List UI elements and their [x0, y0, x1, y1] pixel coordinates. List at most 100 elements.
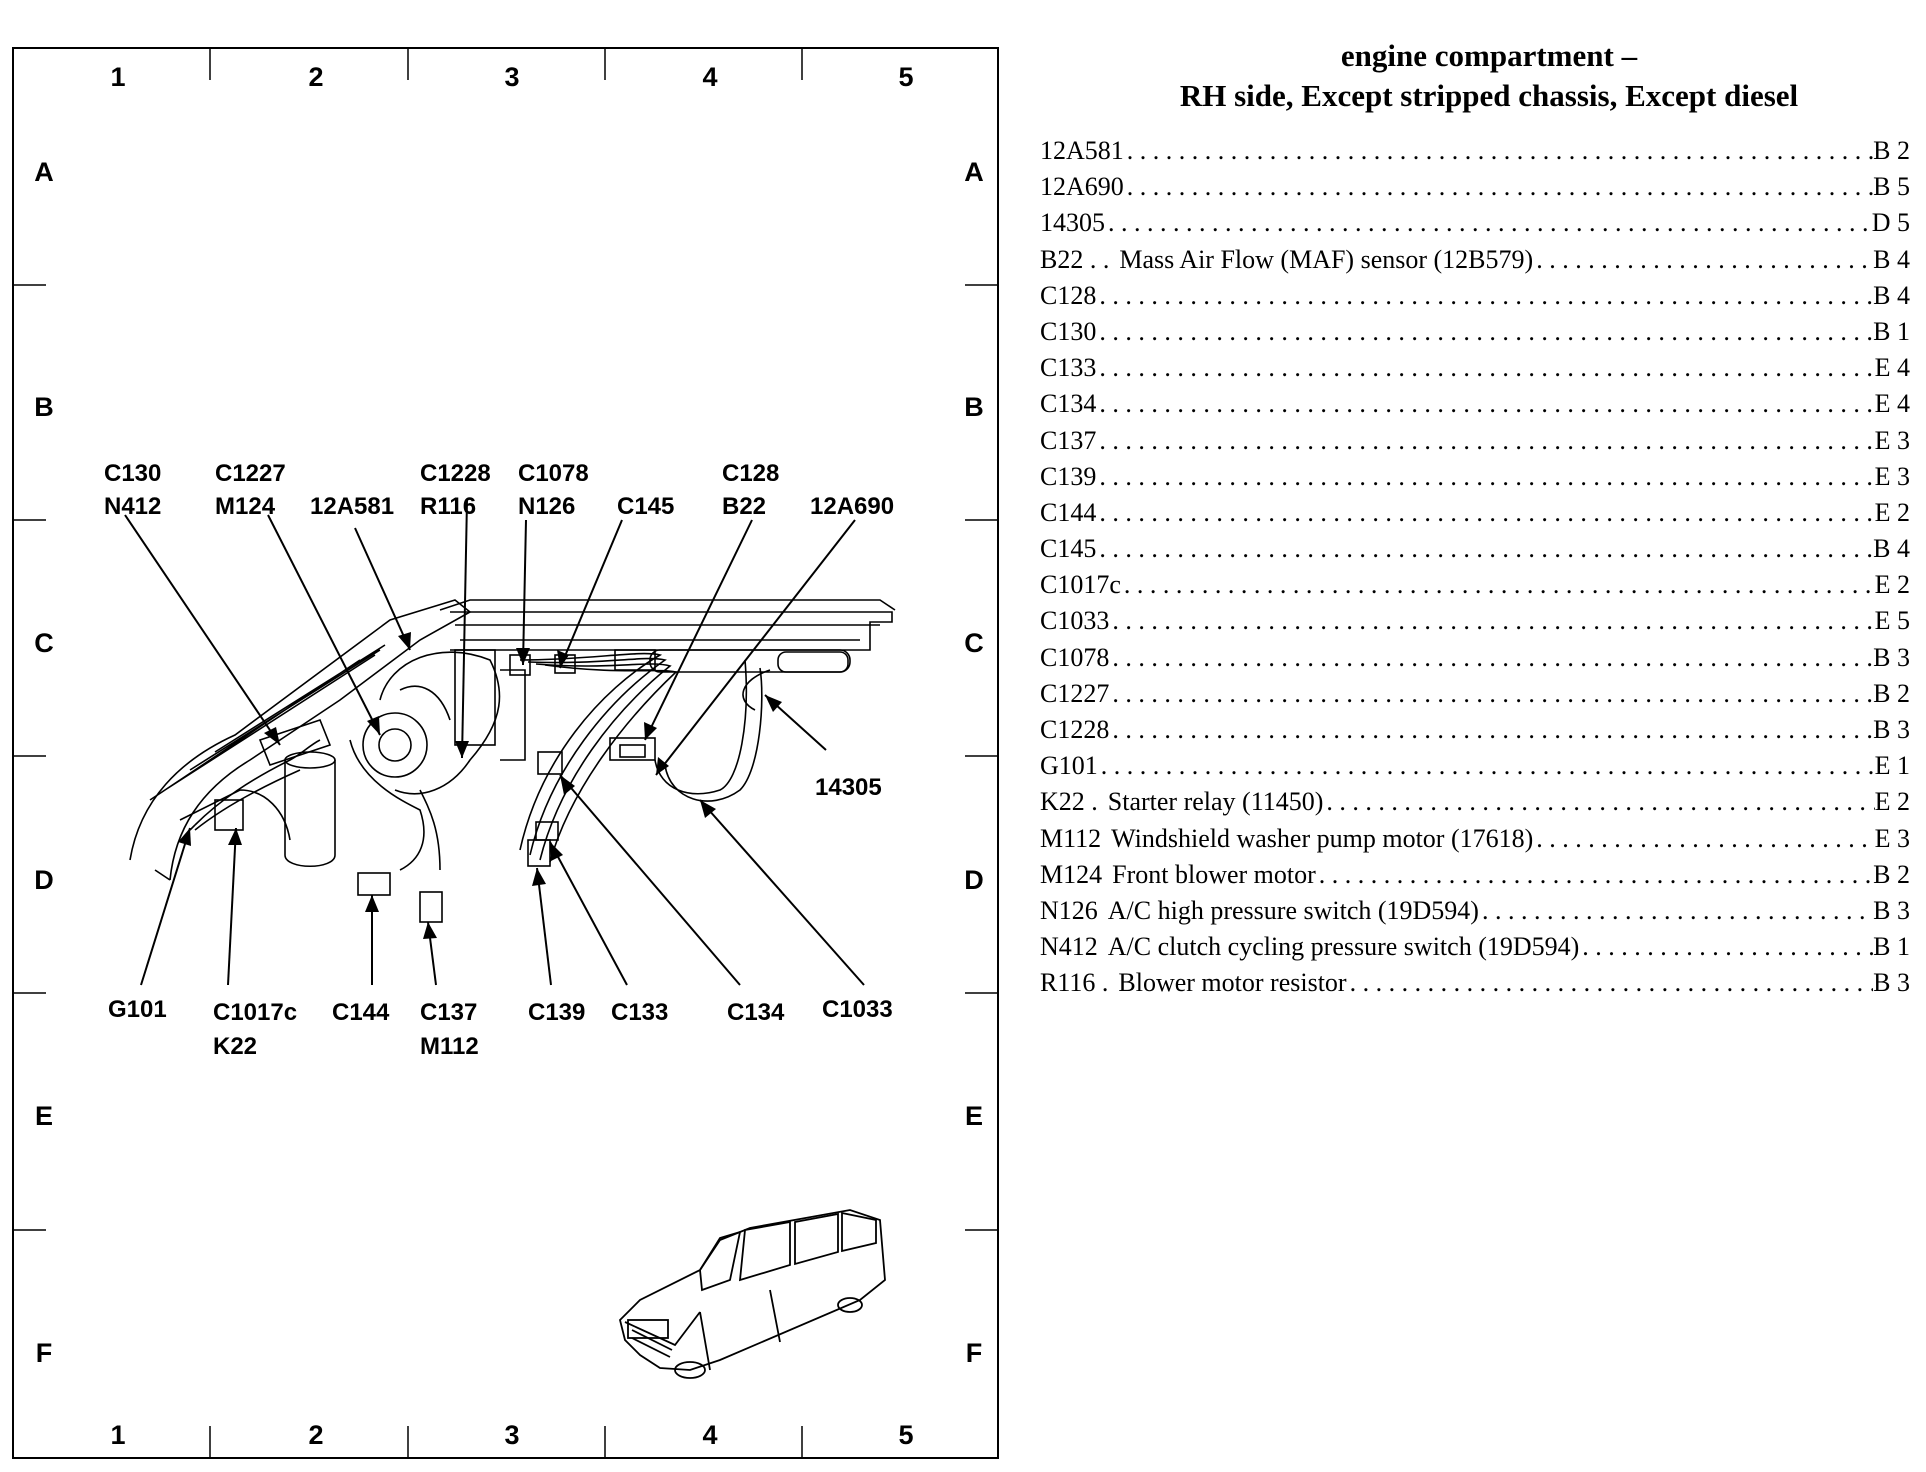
callout-n412: N412: [104, 493, 161, 520]
callout-c1228: C1228: [420, 460, 491, 487]
grid-row-label: E: [965, 1101, 983, 1131]
legend-leader-dots: [1096, 389, 1874, 419]
legend-code: R116 .: [1040, 968, 1109, 998]
callout-c144: C144: [332, 999, 390, 1026]
legend-leader-dots: [1098, 751, 1875, 781]
legend-grid-location: B 1: [1873, 932, 1910, 962]
grid-col-label: 2: [308, 62, 323, 92]
legend-code: C145: [1040, 534, 1097, 564]
legend-code: M124: [1040, 859, 1103, 889]
callout-c1033: C1033: [822, 996, 893, 1023]
callout-c133: C133: [611, 999, 668, 1026]
grid-row-label: C: [964, 628, 984, 658]
grid-col-label: 5: [898, 1420, 913, 1450]
legend-row: K22 .Starter relay (11450)E 2: [1040, 787, 1910, 823]
legend-leader-dots: [1124, 172, 1873, 202]
legend-row: N412 A/C clutch cycling pressure switch (…: [1040, 932, 1910, 968]
legend-leader-dots: [1124, 136, 1873, 166]
legend-row: 14305D 5: [1040, 208, 1910, 244]
legend-row: C1017c E 2: [1040, 570, 1910, 606]
grid-row-label: B: [34, 392, 54, 422]
legend-grid-location: B 2: [1873, 136, 1910, 165]
grid-row-label: A: [964, 157, 984, 187]
legend-leader-dots: [1096, 426, 1874, 456]
callout-c1017c: C1017c: [213, 999, 297, 1026]
legend-leader-dots: [1347, 968, 1874, 998]
legend-code: C139: [1040, 461, 1097, 491]
grid-row-label: F: [966, 1338, 983, 1368]
callout-c145: C145: [617, 493, 674, 520]
legend-grid-location: E 3: [1874, 823, 1910, 853]
legend-leader-dots: [1096, 317, 1873, 347]
callout-c139: C139: [528, 999, 585, 1026]
callout-c130: C130: [104, 460, 161, 487]
legend-row: 12A690B 5: [1040, 172, 1910, 208]
legend-row: M112 Windshield washer pump motor (17618)…: [1040, 824, 1910, 860]
callout-k22: K22: [213, 1033, 257, 1060]
legend-code: C128: [1040, 280, 1097, 310]
callout-12a690: 12A690: [810, 493, 894, 520]
grid-col-label: 2: [308, 1420, 323, 1450]
legend-grid-location: E 2: [1874, 497, 1910, 527]
legend-grid-location: B 3: [1873, 895, 1910, 925]
legend-row: G101 E 1: [1040, 751, 1910, 787]
grid-row-label: F: [36, 1338, 53, 1368]
legend-code: G101: [1040, 751, 1098, 781]
diagram-frame: [12, 47, 999, 1459]
legend-leader-dots: [1316, 860, 1873, 890]
callout-arrowheads: [178, 632, 782, 939]
legend-leader-dots: [1579, 932, 1873, 962]
legend-leader-dots: [1479, 896, 1873, 926]
callout-14305: 14305: [815, 774, 882, 801]
callout-g101: G101: [108, 996, 167, 1023]
callout-c128: C128: [722, 460, 779, 487]
legend-grid-location: B 1: [1873, 316, 1910, 346]
grid-row-label: D: [964, 865, 984, 895]
grid-col-label: 4: [702, 1420, 717, 1450]
legend-grid-location: E 3: [1874, 425, 1910, 455]
legend-code: C1228: [1040, 715, 1110, 744]
legend-grid-location: B 2: [1873, 678, 1910, 708]
callout-r116: R116: [420, 493, 476, 520]
grid-col-label: 1: [110, 62, 125, 92]
legend-grid-location: D 5: [1871, 208, 1910, 238]
legend-description: A/C clutch cycling pressure switch (19D5…: [1107, 932, 1580, 962]
legend-leader-dots: [1096, 353, 1874, 383]
legend-leader-dots: [1105, 208, 1872, 238]
legend-grid-location: E 1: [1874, 751, 1910, 781]
legend-description: Blower motor resistor: [1118, 968, 1347, 998]
callout-b22: B22: [722, 493, 766, 520]
legend-code: C133: [1040, 353, 1097, 383]
legend-leader-dots: [1109, 643, 1873, 673]
van-illustration: [619, 1209, 886, 1379]
callout-c1227: C1227: [215, 460, 286, 487]
legend-leader-dots: [1109, 715, 1873, 745]
grid-col-label: 3: [504, 62, 519, 92]
legend-grid-location: B 2: [1873, 859, 1910, 889]
legend-row: C1227 B 2: [1040, 679, 1910, 715]
legend-leader-dots: [1121, 570, 1875, 600]
legend-code: C1017c: [1040, 570, 1121, 600]
legend-row: C139E 3: [1040, 462, 1910, 498]
legend-row: C1078B 3: [1040, 643, 1910, 679]
legend-grid-location: E 2: [1874, 570, 1910, 600]
legend-leader-dots: [1533, 245, 1873, 275]
legend-description: Starter relay (11450): [1107, 787, 1324, 817]
callout-leaders: [124, 499, 865, 986]
legend-title-line1: engine compartment –: [1340, 38, 1638, 73]
legend-code: C1033: [1040, 606, 1110, 636]
legend-grid-location: B 3: [1873, 642, 1910, 672]
legend-code: M112: [1040, 823, 1102, 853]
legend-row: R116 .Blower motor resistorB 3: [1040, 968, 1910, 1004]
legend-code: C1227: [1040, 678, 1110, 708]
callout-12a581: 12A581: [310, 493, 394, 520]
legend-description: A/C high pressure switch (19D594): [1107, 895, 1479, 925]
legend-code: N412: [1040, 932, 1098, 962]
legend-description: Windshield washer pump motor (17618): [1111, 823, 1534, 853]
locator-diagram: 1 2 3 4 5 1 2 3 4 5 A B C D E F A B C D …: [12, 47, 999, 1459]
legend-grid-location: E 5: [1874, 606, 1910, 636]
legend-row: C145B 4: [1040, 534, 1910, 570]
